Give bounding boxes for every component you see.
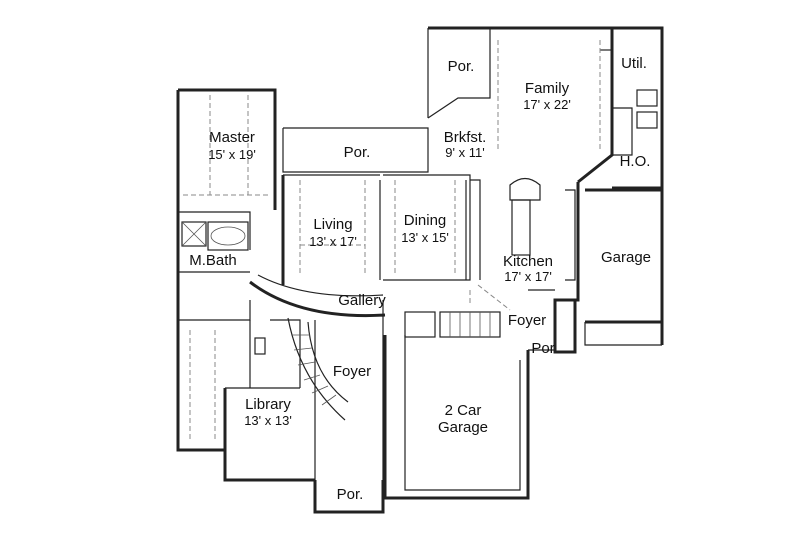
mbath-label: M.Bath [189,252,237,269]
library-dimensions: 13' x 13' [244,413,292,428]
util-label: Util. [621,55,647,72]
gallery-label: Gallery [338,292,386,309]
interior-walls [178,49,658,480]
two-car-garage-label: 2 Car [445,402,482,419]
top-porch-label: Por. [344,144,371,161]
master-dimensions: 15' x 19' [208,147,256,162]
exterior-walls [176,26,664,514]
ceiling-lines [183,40,601,440]
family-label: Family [525,80,570,97]
two-car-garage-label-line2: Garage [438,419,488,436]
main-foyer-label: Foyer [333,363,371,380]
dining-label: Dining [404,212,447,229]
brkfst-dimensions: 9' x 11' [445,145,484,160]
living-label: Living [313,216,352,233]
right-garage-label: Garage [601,249,651,266]
brkfst-label: Brkfst. [444,129,487,146]
dining-dimensions: 13' x 15' [401,230,449,245]
living-dimensions: 13' x 17' [309,234,357,249]
kitchen-dimensions: 17' x 17' [504,269,552,284]
library-label: Library [245,396,291,413]
side-porch-label: Por [531,340,554,357]
side-foyer-label: Foyer [508,312,546,329]
family-dimensions: 17' x 22' [523,97,571,112]
kitchen-label: Kitchen [503,253,553,270]
family-porch-label: Por. [448,58,475,75]
master-label: Master [209,129,255,146]
front-porch-label: Por. [337,486,364,503]
ho-label: H.O. [620,153,651,170]
